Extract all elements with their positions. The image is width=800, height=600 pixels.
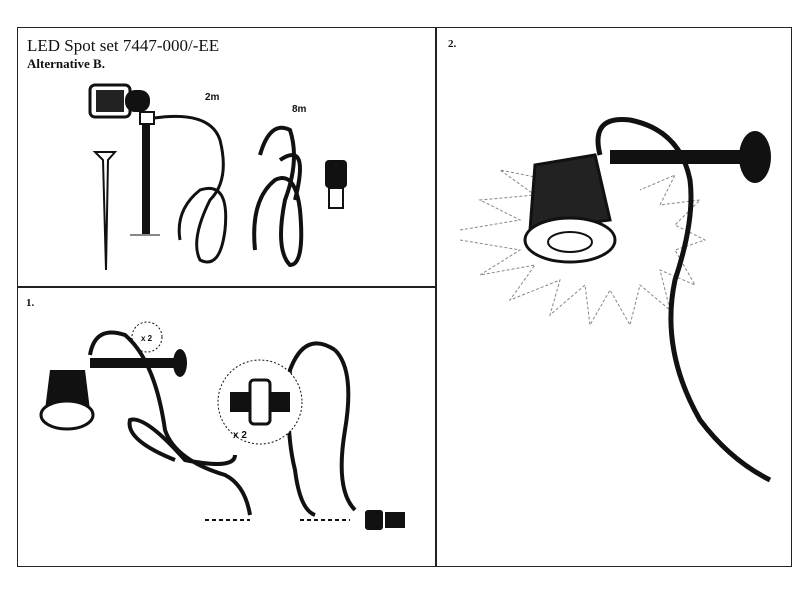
step-2-illustration — [459, 116, 772, 483]
cable-icon — [88, 330, 357, 517]
wall-spotlight-icon — [523, 131, 771, 264]
spotlight-icon — [88, 83, 160, 236]
connector-count: x 2 — [233, 430, 247, 441]
page-frame — [17, 27, 792, 567]
step-1-number: 1. — [26, 297, 35, 309]
document-subtitle: Alternative B. — [27, 56, 105, 71]
step-1-illustration: x 2 x 2 — [39, 321, 405, 530]
light-rays-icon — [459, 169, 707, 327]
document-title: LED Spot set 7447-000/-EE — [27, 36, 220, 55]
stake-icon — [92, 151, 118, 271]
screw-count: x 2 — [141, 334, 153, 343]
screw-callout — [131, 321, 163, 353]
cable-2m-label: 2m — [205, 92, 220, 103]
transformer-plug-icon — [365, 510, 405, 530]
transformer-plug-icon — [325, 160, 347, 209]
cable-8m-label: 8m — [292, 104, 307, 115]
divider-vertical — [435, 27, 437, 567]
cable-icon — [595, 116, 772, 483]
cable-8m-icon — [252, 125, 304, 268]
divider-horizontal — [17, 286, 436, 288]
cable-2m-icon — [153, 114, 228, 264]
kit-contents-illustration: 2m 8m — [88, 83, 347, 271]
step-2-number: 2. — [448, 38, 457, 50]
wall-spotlight-icon — [39, 349, 187, 431]
